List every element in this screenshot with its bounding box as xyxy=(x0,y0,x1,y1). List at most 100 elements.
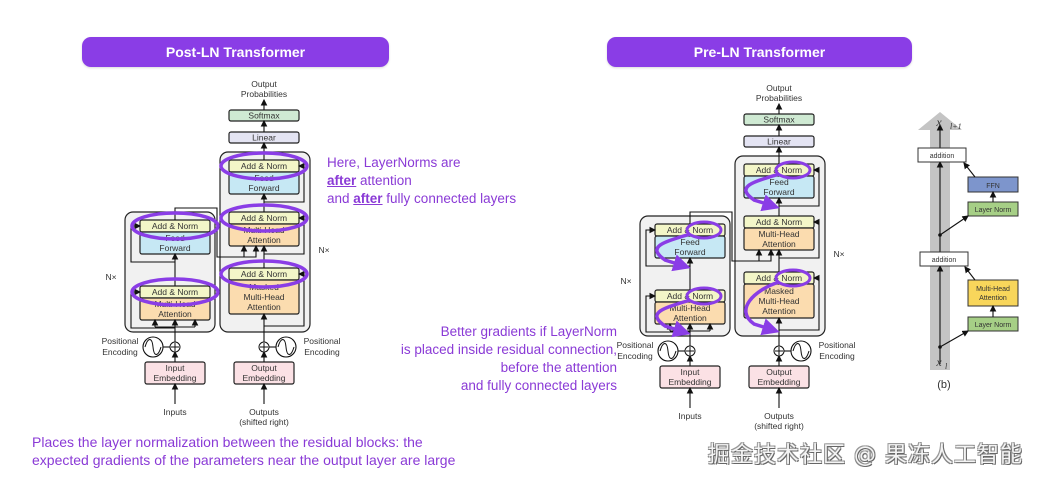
input-embedding-label: Input xyxy=(681,367,701,377)
highlight-enc-attn-arrow xyxy=(655,298,691,338)
input-embedding-label: Embedding xyxy=(668,377,711,387)
dec-residual-attn xyxy=(779,218,820,259)
decoder-add-norm-masked-label: Add & Norm xyxy=(241,269,287,279)
highlight-dec-ff-arrow xyxy=(744,172,780,212)
output-embedding-label: Embedding xyxy=(757,377,800,387)
decoder-feed-forward-label: Forward xyxy=(248,183,279,193)
mha-to-add xyxy=(964,266,976,281)
encoder-nx-label: N× xyxy=(105,272,116,282)
outputs-label-2: (shifted right) xyxy=(239,417,289,427)
mha-label-1: Multi-Head xyxy=(976,286,1010,293)
highlight-dec-ff-ring xyxy=(774,160,812,180)
decoder-pos-enc-label: Positional xyxy=(819,340,856,350)
encoder-add-norm-attn-label: Add & Norm xyxy=(667,291,713,301)
decoder-feed-forward-label: Feed xyxy=(769,177,789,187)
addition-bottom-label: addition xyxy=(932,257,957,264)
inputs-label: Inputs xyxy=(678,411,701,421)
addition-bottom xyxy=(919,251,969,267)
highlight-enc-ff xyxy=(130,211,220,241)
outputs-label-2: (shifted right) xyxy=(754,421,804,431)
output-probabilities-label: Output xyxy=(251,79,277,89)
branch-dot-top xyxy=(938,233,942,237)
x-top-label: x xyxy=(935,115,942,129)
highlight-enc-ff-arrow xyxy=(655,232,691,272)
encoder-positional-encoding-icon-wave xyxy=(659,343,677,359)
encoder-multi-head-attention-label: Attention xyxy=(673,313,707,323)
decoder-feed-forward-label: Forward xyxy=(763,187,794,197)
decoder-masked-attention-label: Attention xyxy=(762,306,796,316)
linear-layer-label: Linear xyxy=(767,137,791,147)
output-probabilities-label-2: Probabilities xyxy=(756,93,802,103)
decoder-add-norm-attn-label: Add & Norm xyxy=(241,213,287,223)
encoder-add-norm-attn-label: Add & Norm xyxy=(152,287,198,297)
decoder-masked-attention-label: Masked xyxy=(764,286,794,296)
enc-residual-attn xyxy=(645,292,690,333)
encoder-feed-forward-label: Forward xyxy=(674,247,705,257)
ffn-to-add xyxy=(963,162,976,178)
post-ln-bottom-note: Places the layer normalization between t… xyxy=(32,434,456,468)
enc-residual-attn xyxy=(130,288,175,329)
mha-box xyxy=(967,279,1019,307)
encoder-add-norm-ff-label: Add & Norm xyxy=(667,225,713,235)
branch-dot-bottom xyxy=(938,345,942,349)
outputs-label: Outputs xyxy=(249,407,279,417)
x-top-sub-label: l+1 xyxy=(950,122,962,131)
enc-residual-ff xyxy=(130,222,175,263)
softmax-layer-label: Softmax xyxy=(248,111,280,121)
decoder-add-norm-masked-label: Add & Norm xyxy=(756,273,802,283)
encoder-pos-enc-label-2: Encoding xyxy=(617,351,653,361)
block-b-caption: (b) xyxy=(937,379,950,391)
encoder-to-decoder-2 xyxy=(732,248,775,262)
decoder-multi-head-attention-label: Attention xyxy=(762,239,796,249)
encoder-multi-head-attention-label: Attention xyxy=(158,309,192,319)
dec-residual-masked xyxy=(779,274,820,331)
dec-residual-masked xyxy=(264,270,305,327)
decoder-add-norm-ff-label: Add & Norm xyxy=(756,165,802,175)
input-embedding-label: Input xyxy=(166,363,186,373)
mha-label-2: Attention xyxy=(979,295,1007,302)
encoder-to-decoder xyxy=(689,211,763,262)
highlight-dec-masked xyxy=(219,259,309,289)
highlight-enc-ff-ring xyxy=(685,220,723,240)
post-ln-title: Post-LN Transformer xyxy=(82,37,389,67)
encoder-feed-forward-label: Feed xyxy=(680,237,700,247)
x-bottom-sub-label: l xyxy=(945,362,948,371)
addition-top xyxy=(917,147,967,163)
encoder-feed-forward-label: Forward xyxy=(159,243,190,253)
encoder-to-decoder-2 xyxy=(217,244,260,258)
decoder-pos-enc-label-2: Encoding xyxy=(819,351,855,361)
encoder-pos-enc-label: Positional xyxy=(102,336,139,346)
layer-norm-top-label: Layer Norm xyxy=(975,207,1012,214)
enc-residual-ff xyxy=(645,226,690,267)
layer-norm-bottom-label: Layer Norm xyxy=(975,322,1012,329)
output-embedding-label: Output xyxy=(251,363,277,373)
highlight-dec-masked-ring xyxy=(774,268,812,288)
encoder-positional-encoding-icon-wave xyxy=(144,339,162,355)
output-probabilities-label-2: Probabilities xyxy=(241,89,287,99)
x-bottom-label: x xyxy=(935,355,942,369)
decoder-add-norm-attn-label: Add & Norm xyxy=(756,217,802,227)
ffn-label: FFN xyxy=(986,183,1000,190)
dec-residual-ff xyxy=(779,166,820,207)
decoder-masked-attention-label: Attention xyxy=(247,302,281,312)
encoder-pos-enc-label: Positional xyxy=(617,340,654,350)
decoder-nx-label: N× xyxy=(833,249,844,259)
input-embedding-label: Embedding xyxy=(153,373,196,383)
branch-bottom xyxy=(939,330,969,348)
decoder-multi-head-attention-label: Multi-Head xyxy=(758,229,799,239)
highlight-dec-attn xyxy=(219,203,309,233)
watermark: 掘金技术社区 @ 果冻人工智能 xyxy=(708,443,1023,468)
highlight-dec-masked-arrow xyxy=(744,280,780,336)
highlight-enc-attn-ring xyxy=(685,286,723,306)
pre-ln-title: Pre-LN Transformer xyxy=(607,37,912,67)
addition-top-label: addition xyxy=(930,153,955,160)
outputs-label: Outputs xyxy=(764,411,794,421)
branch-top xyxy=(939,215,969,236)
decoder-add-norm-ff-label: Add & Norm xyxy=(241,161,287,171)
highlight-dec-ff xyxy=(219,151,309,181)
pre-ln-note: Better gradients if LayerNorm is placed … xyxy=(400,324,617,393)
